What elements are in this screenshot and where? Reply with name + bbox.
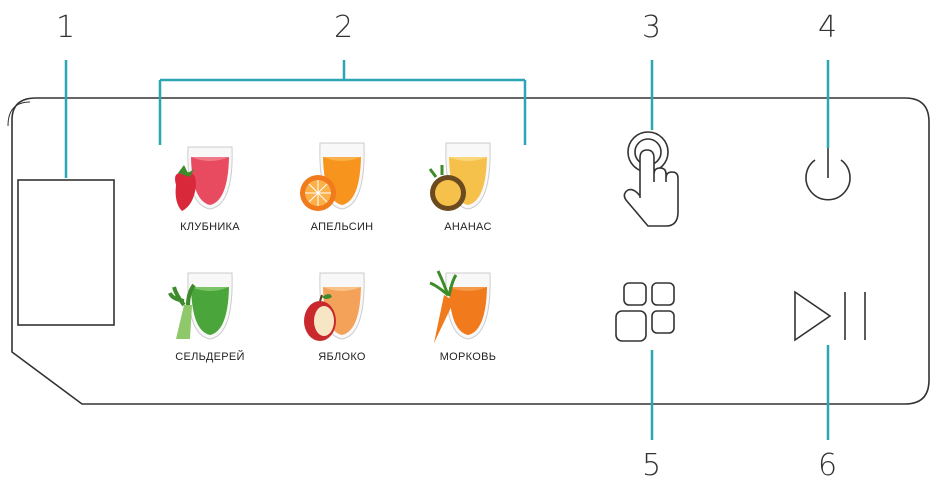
touch-hand-icon bbox=[623, 131, 679, 227]
callout-number-2: 2 bbox=[334, 10, 354, 45]
juice-label-apple: ЯБЛОКО bbox=[318, 351, 366, 363]
power-icon bbox=[805, 148, 851, 201]
callout-number-3: 3 bbox=[642, 10, 662, 45]
grid-menu-icon bbox=[615, 282, 675, 342]
juice-label-carrot: МОРКОВЬ bbox=[439, 351, 497, 363]
celery-juice-icon bbox=[168, 272, 233, 340]
play-pause-icon bbox=[794, 290, 866, 342]
callout-number-5: 5 bbox=[642, 448, 662, 483]
strawberry-juice-icon bbox=[175, 146, 233, 211]
panel-outline bbox=[11, 97, 930, 405]
panel-inner-edge bbox=[7, 101, 31, 127]
callout-number-1: 1 bbox=[56, 10, 76, 45]
apple-juice-icon bbox=[304, 272, 365, 341]
callout-number-4: 4 bbox=[818, 10, 838, 45]
juice-label-pineapple: АНАНАС bbox=[444, 221, 492, 233]
juice-label-strawberry: КЛУБНИКА bbox=[180, 221, 240, 233]
carrot-juice-icon bbox=[429, 270, 491, 343]
orange-juice-icon bbox=[300, 142, 365, 211]
pineapple-juice-icon bbox=[428, 142, 491, 211]
juice-label-orange: АПЕЛЬСИН bbox=[310, 221, 374, 233]
display-screen bbox=[17, 179, 115, 326]
callout-number-6: 6 bbox=[818, 448, 838, 483]
juice-label-celery: СЕЛЬДЕРЕЙ bbox=[175, 351, 245, 363]
